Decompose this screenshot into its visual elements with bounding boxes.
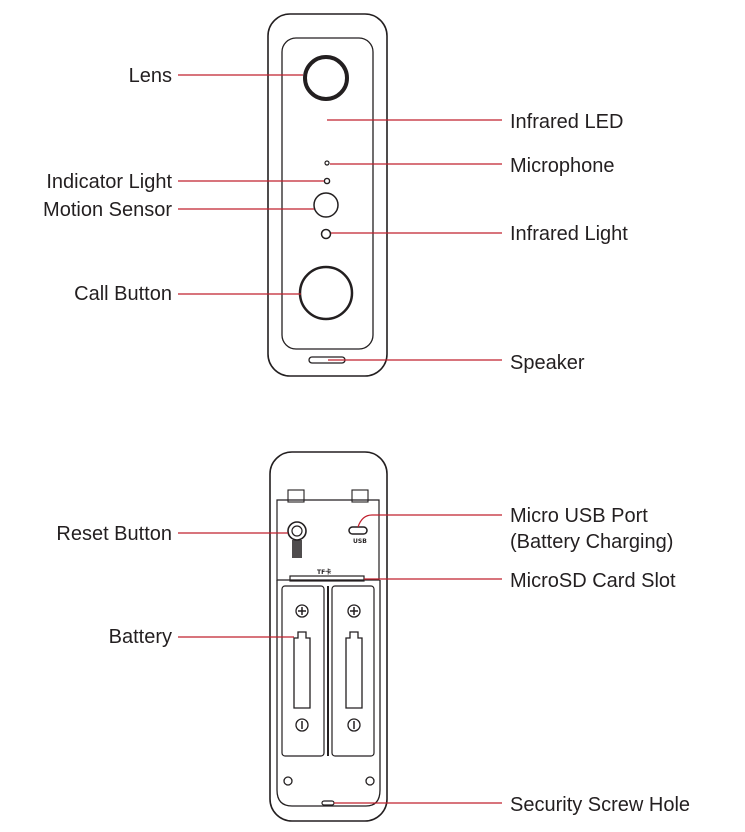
motion-sensor-icon: [313, 192, 339, 218]
electronics-housing: [276, 499, 380, 581]
label-micro-usb-port: Micro USB Port: [510, 505, 648, 527]
back-view: USB TF卡 Reset Button Micro USB Port (: [56, 451, 690, 822]
front-face-panel: [281, 37, 374, 350]
reset-spring-icon: [292, 540, 302, 558]
label-security-screw-hole: Security Screw Hole: [510, 794, 690, 816]
mount-tab-right: [351, 489, 369, 503]
screw-icon-right: [365, 776, 375, 786]
positive-terminal-icon-right: [347, 604, 361, 618]
mount-tab-left: [287, 489, 305, 503]
battery-bay-left: [281, 585, 325, 757]
label-indicator-light: Indicator Light: [46, 171, 172, 193]
label-speaker: Speaker: [510, 352, 585, 374]
infrared-light-icon: [320, 228, 332, 240]
label-microphone: Microphone: [510, 155, 615, 177]
label-microsd-card-slot: MicroSD Card Slot: [510, 570, 676, 592]
battery-bay-right: [331, 585, 375, 757]
microphone-icon: [324, 160, 330, 166]
front-view: Lens Infrared LED Indicator Light Microp…: [43, 13, 628, 377]
label-reset-button: Reset Button: [56, 523, 172, 545]
label-lens: Lens: [129, 65, 172, 87]
negative-terminal-icon-left: [295, 718, 309, 732]
security-screw-hole-icon: [321, 800, 335, 806]
battery-compartment-outline: [276, 580, 381, 807]
label-infrared-light: Infrared Light: [510, 223, 628, 245]
label-battery-charging: (Battery Charging): [510, 531, 673, 553]
negative-terminal-icon-right: [347, 718, 361, 732]
call-button-icon: [298, 265, 354, 321]
positive-sign-left: [298, 607, 306, 615]
leader-micro-usb-port: [357, 514, 502, 528]
label-battery: Battery: [109, 626, 172, 648]
reset-button-icon: [287, 521, 307, 541]
indicator-light-icon: [323, 177, 331, 185]
battery-cell-right: [345, 631, 363, 709]
positive-sign-right: [350, 607, 358, 615]
positive-terminal-icon-left: [295, 604, 309, 618]
reset-button-inner-icon: [291, 525, 303, 537]
front-device-body: [267, 13, 388, 377]
tf-card-marking: TF卡: [317, 568, 331, 576]
label-infrared-led: Infrared LED: [510, 111, 623, 133]
screw-icon-left: [283, 776, 293, 786]
battery-cell-left: [293, 631, 311, 709]
label-motion-sensor: Motion Sensor: [43, 199, 172, 221]
micro-usb-port-icon: [348, 526, 368, 535]
lens-icon: [303, 55, 349, 101]
usb-marking: USB: [353, 538, 367, 545]
label-call-button: Call Button: [74, 283, 172, 305]
